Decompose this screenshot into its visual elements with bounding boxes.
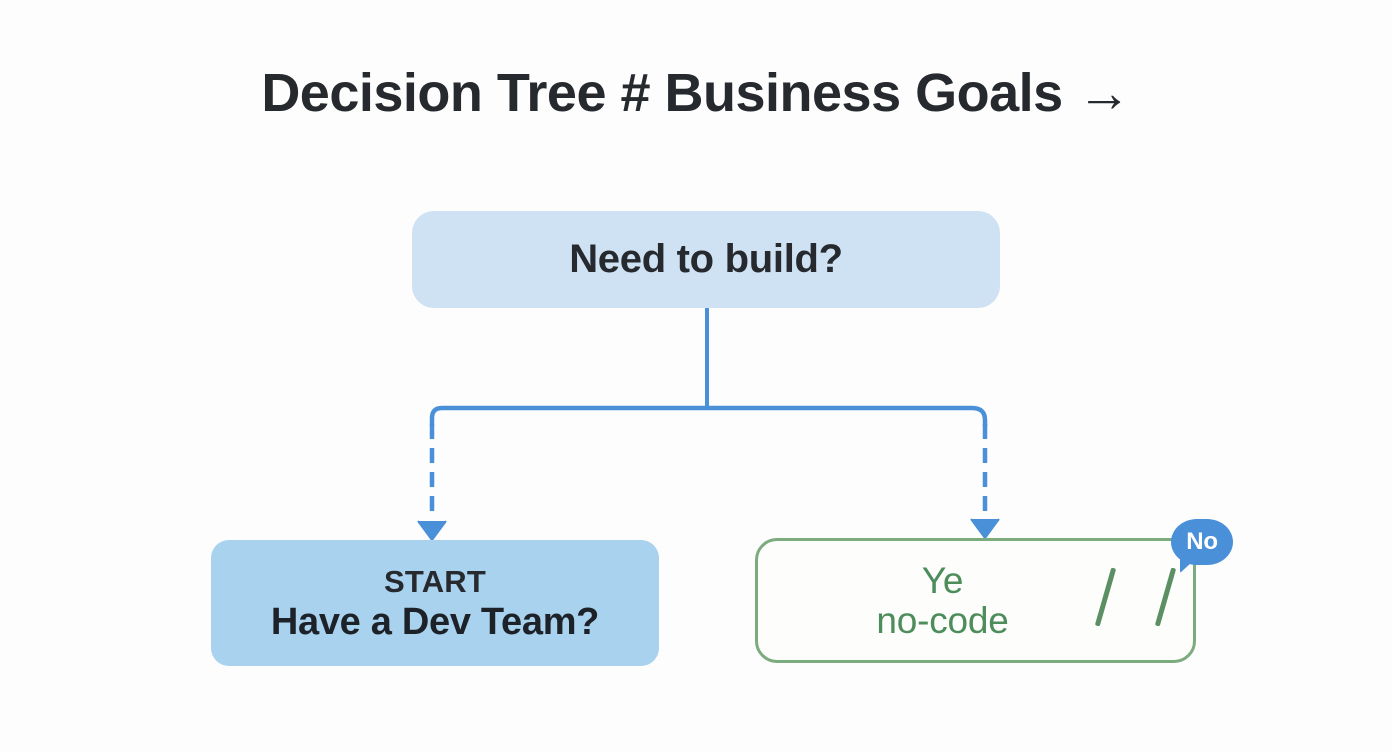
node-right-label-line2: no-code [876, 599, 1009, 641]
node-left-label-line2: Have a Dev Team? [270, 601, 600, 644]
slash-mark-icon-2 [1154, 567, 1177, 627]
badge-no-label: No [1186, 528, 1218, 555]
node-left-label-line1: START [383, 564, 487, 600]
speech-bubble-icon: No [1171, 519, 1233, 565]
edge-root-to-left-arrowhead [417, 520, 447, 541]
slash-marks-group [1081, 567, 1185, 639]
node-start-have-a-dev-team[interactable]: START Have a Dev Team? [211, 540, 659, 666]
page-title: Decision Tree # Business Goals → [261, 63, 1131, 123]
status-badge-no[interactable]: No [1171, 519, 1233, 573]
slash-mark-icon-1 [1094, 567, 1117, 627]
node-yes-no-code[interactable]: Ye no-code [755, 538, 1196, 663]
node-right-content: Ye no-code [758, 541, 1193, 660]
node-right-label-line1: Ye [921, 559, 964, 601]
edge-split-bar [429, 405, 988, 429]
edge-root-to-right-arrowhead [970, 518, 1000, 539]
node-root-label: Need to build? [569, 237, 843, 281]
node-need-to-build[interactable]: Need to build? [412, 211, 1000, 308]
